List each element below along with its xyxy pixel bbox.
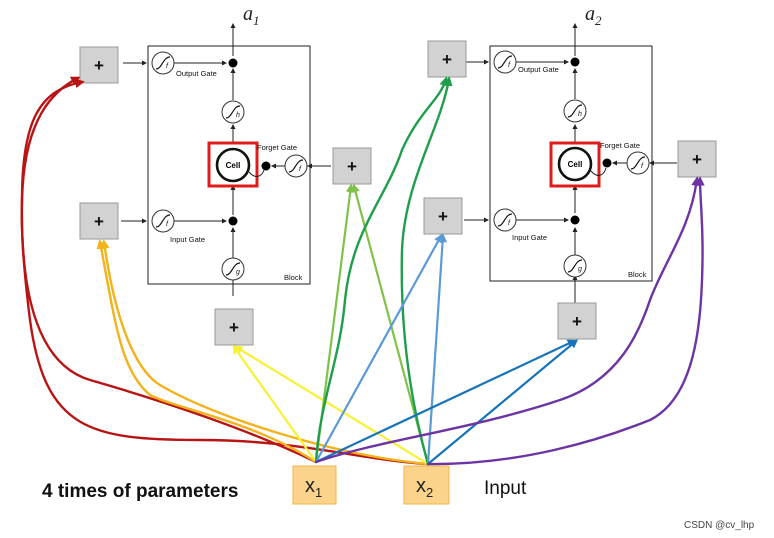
input-node-x2: x2 <box>403 465 450 505</box>
svg-text:f: f <box>508 62 511 69</box>
input-node-x1: x1 <box>292 465 337 505</box>
candidate-sum-node-2: + <box>557 302 597 340</box>
connection-x1-input-gate-2 <box>314 233 443 464</box>
svg-text:+: + <box>438 207 448 226</box>
forget-gate-label: Forget Gate <box>257 143 297 152</box>
svg-text:f: f <box>641 163 644 170</box>
input-gate-sum-node-1: + <box>79 202 119 240</box>
connection-x2-input-gate-2 <box>426 233 447 466</box>
connection-x1-candidate-2 <box>314 339 577 464</box>
cell-highlight-box <box>549 141 601 188</box>
connection-x1-output-gate-2 <box>314 76 449 464</box>
output-multiply-dot <box>228 58 238 68</box>
input-multiply-dot <box>228 216 238 226</box>
cell-label: Cell <box>568 160 583 169</box>
svg-text:h: h <box>578 111 582 118</box>
svg-text:+: + <box>347 157 357 176</box>
output-label-a2: a2 <box>585 3 602 28</box>
input-gate-sum-node-2: + <box>423 197 463 235</box>
input-label-x2: x2 <box>416 475 433 500</box>
cell-highlight-box <box>207 141 259 188</box>
connection-x2-output-gate-1 <box>20 76 430 466</box>
forget-gate-sum-node-1: + <box>332 147 372 185</box>
connection-x2-candidate-2 <box>426 339 579 466</box>
cell-output-activation-icon: h <box>563 99 587 123</box>
cell-loop-wire <box>248 169 265 177</box>
connection-x1-candidate-1 <box>232 344 318 464</box>
output-gate-activation-icon: f <box>493 50 517 74</box>
svg-text:f: f <box>299 166 302 173</box>
output-gate-label: Output Gate <box>176 69 217 78</box>
svg-text:+: + <box>692 150 702 169</box>
svg-text:+: + <box>94 56 104 75</box>
svg-text:f: f <box>166 63 169 70</box>
candidate-sum-node-1: + <box>214 308 254 346</box>
input-gate-activation-icon: f <box>493 208 517 232</box>
forget-multiply-dot <box>602 158 612 168</box>
credit-watermark: CSDN @cv_lhp <box>684 520 755 531</box>
input-text-label: Input <box>484 478 527 499</box>
forget-gate-label: Forget Gate <box>600 141 640 150</box>
output-gate-sum-node-1: + <box>79 46 119 84</box>
svg-text:+: + <box>94 212 104 231</box>
forget-gate-sum-node-2: + <box>677 140 717 178</box>
connection-x1-input-gate-1 <box>96 239 318 464</box>
connection-x2-forget-gate-2 <box>426 176 705 466</box>
output-label-a1: a1 <box>243 3 260 28</box>
caption-text: 4 times of parameters <box>42 481 238 502</box>
input-gate-label: Input Gate <box>512 233 547 242</box>
output-gate-label: Output Gate <box>518 65 559 74</box>
forget-gate-activation-icon: f <box>284 154 308 178</box>
svg-text:+: + <box>229 318 239 337</box>
connection-x1-forget-gate-2 <box>314 176 701 464</box>
weight-connections <box>20 76 705 466</box>
lstm-block-1: Block f Output Gate h Cell <box>121 3 331 296</box>
svg-text:f: f <box>166 221 169 228</box>
cell-loop-wire <box>590 167 607 176</box>
input-multiply-dot <box>570 215 580 225</box>
block-label: Block <box>284 273 303 282</box>
svg-text:g: g <box>578 266 582 273</box>
candidate-activation-icon: g <box>563 254 587 278</box>
block-label: Block <box>628 270 647 279</box>
svg-text:+: + <box>572 312 582 331</box>
lstm-block-2: Block f Output Gate h Cell <box>464 3 677 303</box>
cell-label: Cell <box>226 161 241 170</box>
output-gate-activation-icon: f <box>151 51 175 75</box>
svg-text:h: h <box>236 112 240 119</box>
input-gate-activation-icon: f <box>151 209 175 233</box>
connection-x2-candidate-1 <box>233 345 430 466</box>
forget-gate-activation-icon: f <box>626 151 650 175</box>
svg-text:f: f <box>508 220 511 227</box>
connection-x2-input-gate-1 <box>100 239 430 466</box>
output-gate-sum-node-2: + <box>427 40 467 78</box>
input-label-x1: x1 <box>305 475 322 500</box>
output-multiply-dot <box>570 57 580 67</box>
connection-x1-output-gate-1 <box>20 78 318 464</box>
candidate-activation-icon: g <box>221 257 245 281</box>
connection-x2-output-gate-2 <box>400 76 453 466</box>
cell-icon <box>557 146 593 182</box>
cell-output-activation-icon: h <box>221 100 245 124</box>
input-gate-label: Input Gate <box>170 235 205 244</box>
forget-multiply-dot <box>261 161 271 171</box>
svg-text:g: g <box>236 269 240 276</box>
cell-icon <box>215 147 251 183</box>
svg-text:+: + <box>442 50 452 69</box>
